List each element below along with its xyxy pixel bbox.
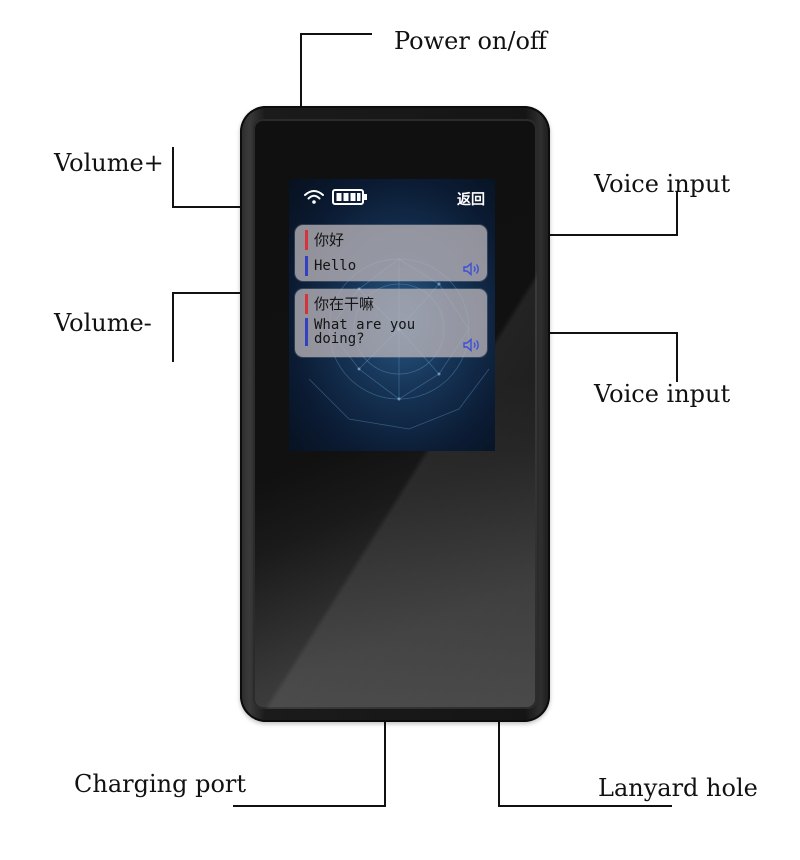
charging-port-leader-line [233,722,386,807]
source-text: 你好 [305,230,344,250]
voice-input-top-label: Voice input [594,170,731,198]
volume-down-label: Volume- [54,309,152,337]
voice-input-bottom-label: Voice input [594,380,731,408]
status-bar: 返回 [289,179,495,215]
device-front-glass: 返回 你好 Hello 你在干嘛 What are you doing? [253,119,537,709]
source-text: 你在干嘛 [305,294,374,314]
voice-input-top-leader-line [550,192,678,236]
lanyard-hole-label: Lanyard hole [598,774,758,802]
translation-text: What are you doing? [305,318,464,346]
message-bubble: 你好 Hello [295,225,487,281]
lanyard-hole-leader-line [498,722,672,807]
volume-up-label: Volume+ [54,149,164,177]
battery-icon [332,189,367,205]
message-bubble: 你在干嘛 What are you doing? [295,289,487,357]
power-leader-line [300,33,372,106]
wifi-icon [304,190,324,204]
volume-up-leader-line [172,147,240,208]
voice-input-bottom-leader-line [550,332,678,382]
volume-down-leader-line [172,292,240,362]
translation-text: Hello [305,256,356,276]
charging-port-label: Charging port [74,770,247,798]
device-screen: 返回 你好 Hello 你在干嘛 What are you doing? [289,179,495,451]
power-label: Power on/off [394,27,547,55]
speaker-icon[interactable] [463,338,481,352]
speaker-icon[interactable] [463,262,481,276]
translator-device: 返回 你好 Hello 你在干嘛 What are you doing? [240,106,550,722]
back-button[interactable]: 返回 [457,192,485,208]
